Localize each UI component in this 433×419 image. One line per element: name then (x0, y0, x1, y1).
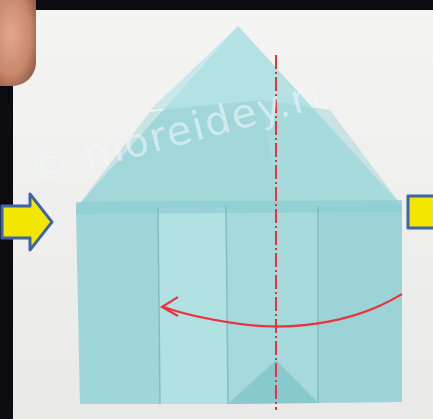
right-arrow-icon (2, 194, 52, 250)
inner-left-panel (158, 206, 228, 404)
left-flap (76, 207, 160, 404)
right-panel (318, 206, 402, 403)
right-arrow-icon (408, 196, 433, 228)
fold-band (76, 200, 402, 214)
